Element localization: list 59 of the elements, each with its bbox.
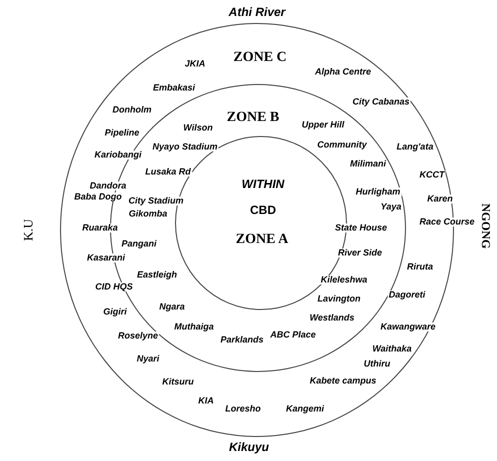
direction-label: NGONG bbox=[480, 202, 492, 250]
zone-label: WITHIN bbox=[242, 178, 284, 190]
place-label: Kangemi bbox=[285, 404, 325, 414]
zone-title: ZONE B bbox=[226, 111, 280, 125]
place-label: Lang'ata bbox=[396, 142, 434, 152]
zone-title: ZONE A bbox=[236, 233, 288, 247]
place-label: River Side bbox=[336, 248, 384, 258]
place-label: Wilson bbox=[182, 124, 214, 132]
place-label: Lavington bbox=[316, 294, 362, 304]
place-label: Karen bbox=[426, 194, 454, 204]
place-label: Kileleshwa bbox=[320, 276, 368, 284]
place-label: Dandora bbox=[88, 182, 128, 190]
place-label: Waithaka bbox=[371, 344, 413, 354]
place-label: Gigiri bbox=[102, 308, 128, 316]
place-label: Roselyne bbox=[116, 332, 160, 340]
place-label: ABC Place bbox=[269, 330, 317, 340]
place-label: Pangani bbox=[120, 240, 158, 248]
place-label: Upper Hill bbox=[300, 120, 346, 130]
direction-label: Athi River bbox=[228, 6, 286, 18]
place-label: Hurligham bbox=[354, 188, 402, 196]
place-label: Uthiru bbox=[362, 360, 392, 368]
place-label: Loresho bbox=[224, 404, 262, 414]
place-label: State House bbox=[334, 224, 388, 232]
place-label: Ngara bbox=[158, 302, 186, 312]
place-label: Gikomba bbox=[128, 210, 168, 218]
place-label: Milimani bbox=[349, 160, 387, 168]
place-label: City Cabanas bbox=[351, 98, 411, 106]
place-label: Lusaka Rd bbox=[144, 168, 192, 176]
place-label: Eastleigh bbox=[136, 270, 178, 280]
place-label: Nyari bbox=[136, 354, 160, 364]
place-label: Community bbox=[316, 140, 368, 150]
place-label: JKIA bbox=[184, 60, 206, 68]
place-label: Baba Dogo bbox=[73, 192, 123, 202]
place-label: Parklands bbox=[219, 336, 265, 344]
place-label: Riruta bbox=[406, 262, 434, 272]
place-label: Westlands bbox=[308, 314, 356, 322]
place-label: KIA bbox=[197, 396, 215, 406]
zone-label: CBD bbox=[250, 204, 276, 216]
place-label: Kitsuru bbox=[161, 378, 195, 386]
place-label: CID HQS bbox=[94, 282, 134, 292]
place-label: Alpha Centre bbox=[314, 68, 372, 76]
place-label: Kasarani bbox=[86, 254, 126, 262]
place-label: Donholm bbox=[112, 106, 152, 114]
place-label: Nyayo Stadium bbox=[151, 142, 219, 152]
direction-label: Kikuyu bbox=[228, 441, 270, 453]
direction-label: K.U bbox=[22, 218, 34, 242]
place-label: City Stadium bbox=[128, 196, 184, 206]
place-label: Kabete campus bbox=[308, 376, 378, 386]
place-label: Kariobangi bbox=[94, 150, 142, 160]
place-label: Embakasi bbox=[152, 84, 196, 92]
place-label: Kawangware bbox=[379, 322, 437, 332]
place-label: KCCT bbox=[418, 170, 446, 180]
place-label: Ruaraka bbox=[81, 224, 119, 232]
place-label: Pipeline bbox=[104, 128, 140, 138]
place-label: Yaya bbox=[380, 202, 402, 212]
place-label: Race Course bbox=[418, 218, 476, 226]
place-label: Dagoreti bbox=[388, 290, 426, 300]
place-label: Muthaiga bbox=[173, 322, 215, 332]
zone-title: ZONE C bbox=[233, 51, 287, 65]
